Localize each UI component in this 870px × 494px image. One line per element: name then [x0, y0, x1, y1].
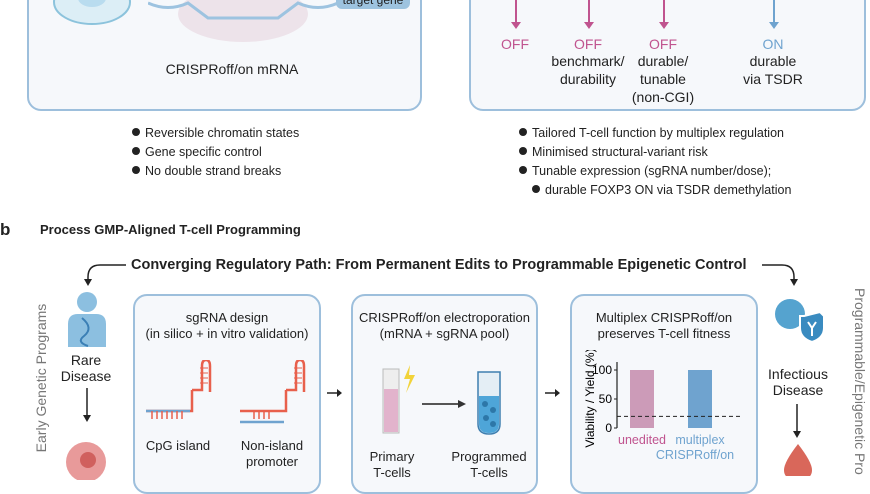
path-title: Converging Regulatory Path: From Permane…	[131, 257, 747, 273]
label-line: Non-island	[240, 438, 304, 453]
chromatin-dna-icon	[148, 0, 338, 42]
outcome-line: durable/	[637, 53, 689, 69]
bullet: Gene specific control	[132, 143, 299, 162]
bullet-continuation: durable FOXP3 ON via TSDR demethylation	[519, 181, 791, 200]
test-tube-icon	[477, 371, 501, 435]
process-arrow	[422, 400, 466, 408]
outcome-line: benchmark/	[551, 53, 625, 69]
blood-drop-icon	[784, 444, 812, 476]
outcome-state: OFF	[574, 36, 602, 52]
outcome-on: ON durable via TSDR	[728, 36, 818, 88]
outcome-off-1: OFF	[501, 36, 529, 52]
outcome-off-2: OFF benchmark/ durability	[538, 36, 638, 88]
bar-unedited	[630, 370, 654, 428]
bullet: Tunable expression (sgRNA number/dose);	[519, 162, 791, 181]
label-line: T-cells	[470, 465, 508, 480]
outcome-line: tunable	[640, 71, 686, 87]
left-bullets: Reversible chromatin states Gene specifi…	[132, 124, 299, 181]
label-line: Programmed	[451, 449, 527, 464]
infectious-disease-label: Infectious Disease	[768, 366, 828, 398]
down-arrow	[793, 404, 801, 438]
right-vertical-label: Programmable/Epigenetic Pro	[852, 288, 868, 475]
y-tick-label: 0	[605, 421, 612, 435]
outcome-state: OFF	[649, 36, 677, 52]
x-tick-label: CRISPRoff/on	[656, 448, 734, 462]
diseased-cell-icon	[66, 442, 106, 480]
label-line: T-cells	[373, 465, 411, 480]
sgrna-subtitle: (in silico + in vitro validation)	[145, 326, 309, 341]
x-tick-label: unedited	[618, 433, 666, 447]
label-line: Primary	[369, 449, 415, 464]
bullet: Reversible chromatin states	[132, 124, 299, 143]
electroporation-title: CRISPRoff/on electroporation	[358, 310, 531, 325]
y-tick-label: 100	[592, 363, 612, 377]
title-line: preserves T-cell fitness	[597, 326, 731, 341]
panel-letter: b	[0, 220, 11, 239]
t-cell-icon	[53, 0, 131, 25]
outcome-line: via TSDR	[743, 71, 803, 87]
y-axis-label: Viability / Yield (%)	[583, 350, 597, 448]
down-arrow	[83, 388, 91, 422]
bullet: No double strand breaks	[132, 162, 299, 181]
electroporation-subtitle: (mRNA + sgRNA pool)	[379, 326, 510, 341]
arrow-right	[327, 389, 342, 397]
bullet: Tailored T-cell function by multiplex re…	[519, 124, 791, 143]
cpg-island-label: CpG island	[145, 438, 211, 453]
outcome-state: ON	[762, 36, 784, 52]
bullet: Minimised structural-variant risk	[519, 143, 791, 162]
outcome-line: durable	[749, 53, 797, 69]
left-vertical-label: Early Genetic Programs	[33, 303, 49, 453]
sgrna-non-island-icon	[240, 360, 306, 424]
crispr-mrna-caption: CRISPRoff/on mRNA	[165, 61, 299, 77]
outcome-line: (non-CGI)	[631, 89, 695, 105]
curved-arrows	[84, 264, 798, 286]
x-tick-label: multiplex	[675, 433, 725, 447]
target-gene-tag: target gene	[336, 0, 410, 9]
patient-dna-icon	[68, 292, 106, 347]
arrow-right	[545, 389, 560, 397]
cuvette-icon	[382, 365, 415, 434]
sgrna-title: sgRNA design	[185, 310, 269, 325]
panel-title: Process GMP-Aligned T-cell Programming	[40, 222, 301, 237]
title-line: Multiplex CRISPRoff/on	[595, 310, 733, 325]
outcome-line: durability	[559, 71, 617, 87]
label-line: promoter	[245, 454, 299, 469]
y-tick-label: 50	[599, 392, 613, 406]
outcome-arrows	[511, 0, 779, 29]
bar-multiplex	[688, 370, 712, 428]
right-bullets: Tailored T-cell function by multiplex re…	[519, 124, 791, 200]
virus-shield-icon	[775, 299, 825, 344]
outcomes-box	[469, 0, 866, 111]
outcome-off-3: OFF durable/ tunable (non-CGI)	[618, 36, 708, 106]
rare-disease-label: Rare Disease	[60, 352, 112, 384]
sgrna-cpg-icon	[146, 360, 212, 419]
